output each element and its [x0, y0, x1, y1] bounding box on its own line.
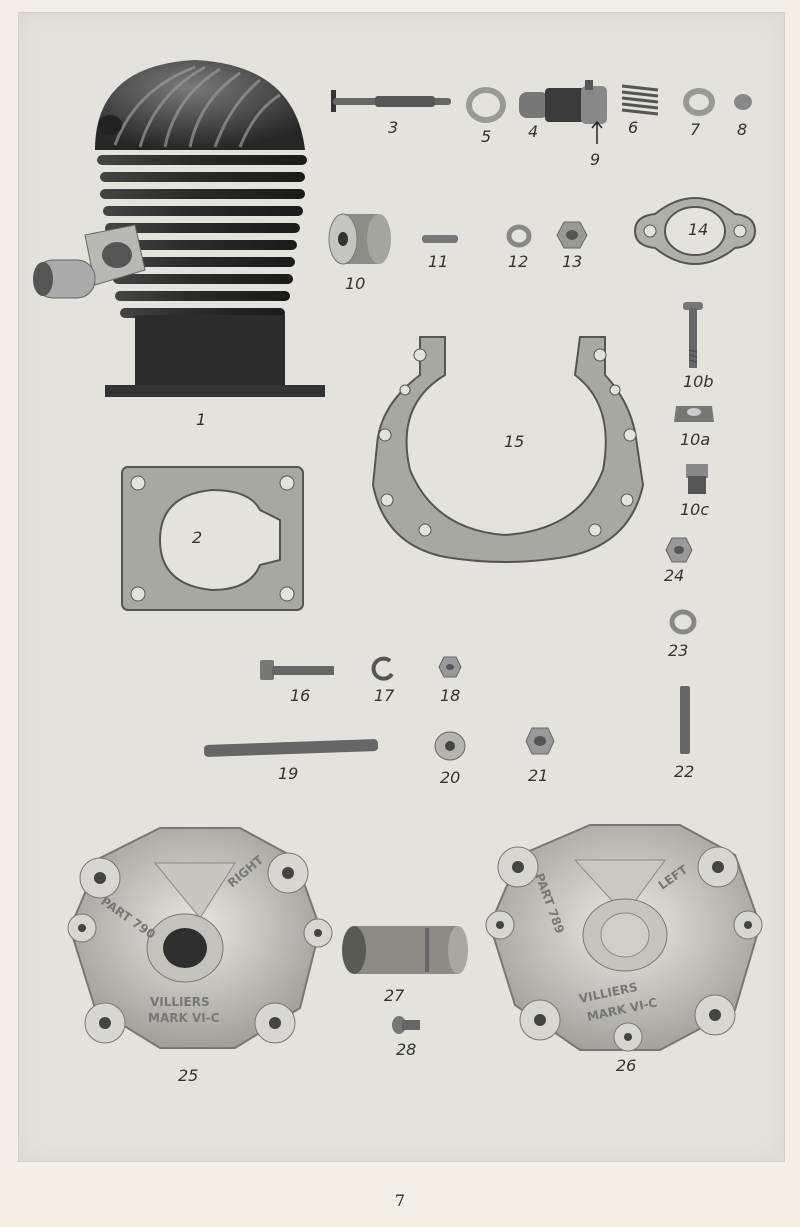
- label-part-6: 6: [628, 118, 639, 137]
- part-25: PART 790 RIGHT VILLIERS MARK VI-C: [67, 827, 333, 1049]
- part-10c: [686, 464, 708, 494]
- label-part-10a: 10a: [680, 430, 711, 449]
- part-9-arrow: [591, 120, 603, 144]
- label-part-20: 20: [440, 768, 461, 787]
- label-part-16: 16: [290, 686, 311, 705]
- label-part-17: 17: [374, 686, 395, 705]
- part-16: [260, 660, 334, 680]
- label-part-25: 25: [178, 1066, 199, 1085]
- part-10: [328, 213, 391, 265]
- part-11: [422, 235, 458, 243]
- label-part-10c: 10c: [680, 500, 710, 519]
- part-13: [556, 221, 588, 249]
- part-cylinder: [33, 60, 325, 397]
- label-part-12: 12: [508, 252, 529, 271]
- part-20: [434, 731, 466, 761]
- label-part-23: 23: [668, 641, 689, 660]
- part-12: [506, 224, 532, 248]
- label-part-18: 18: [440, 686, 461, 705]
- part-2: [121, 466, 304, 611]
- label-part-13: 13: [562, 252, 583, 271]
- part-26: PART 789 LEFT VILLIERS MARK VI-C: [485, 824, 763, 1052]
- label-part-22: 22: [674, 762, 695, 781]
- page-number: 7: [394, 1191, 406, 1210]
- label-part-26: 26: [616, 1056, 637, 1075]
- part-8: [734, 94, 752, 110]
- part-23: [669, 609, 697, 635]
- label-part-4: 4: [528, 122, 539, 141]
- label-part-10: 10: [345, 274, 366, 293]
- label-part-10b: 10b: [683, 372, 714, 391]
- part-14: [633, 196, 757, 266]
- label-part-5: 5: [481, 127, 492, 146]
- part-7: [683, 88, 715, 116]
- emboss-villiers-right: VILLIERS: [150, 995, 210, 1009]
- part-19: [203, 739, 379, 757]
- label-part-11: 11: [428, 252, 449, 271]
- part-21: [525, 727, 555, 755]
- part-4: [519, 80, 607, 124]
- label-part-21: 21: [528, 766, 549, 785]
- part-22: [680, 686, 690, 754]
- label-part-2: 2: [192, 528, 203, 547]
- part-24: [665, 537, 693, 563]
- label-part-24: 24: [664, 566, 685, 585]
- emboss-mark-right: MARK VI-C: [148, 1011, 220, 1025]
- label-part-1: 1: [196, 410, 207, 429]
- label-part-3: 3: [388, 118, 399, 137]
- label-part-9: 9: [590, 150, 601, 169]
- part-28: [392, 1016, 420, 1034]
- label-part-8: 8: [737, 120, 748, 139]
- part-18: [438, 656, 462, 678]
- label-part-27: 27: [384, 986, 405, 1005]
- part-27: [342, 926, 468, 974]
- part-3: [331, 90, 451, 112]
- part-15: [371, 336, 645, 563]
- label-part-19: 19: [278, 764, 299, 783]
- part-10a: [674, 406, 714, 422]
- part-6: [621, 84, 659, 116]
- part-17: [371, 656, 394, 681]
- label-part-7: 7: [690, 120, 701, 139]
- part-5: [466, 87, 506, 123]
- part-10b: [683, 302, 703, 368]
- label-part-15: 15: [504, 432, 525, 451]
- label-part-14: 14: [688, 220, 709, 239]
- label-part-28: 28: [396, 1040, 417, 1059]
